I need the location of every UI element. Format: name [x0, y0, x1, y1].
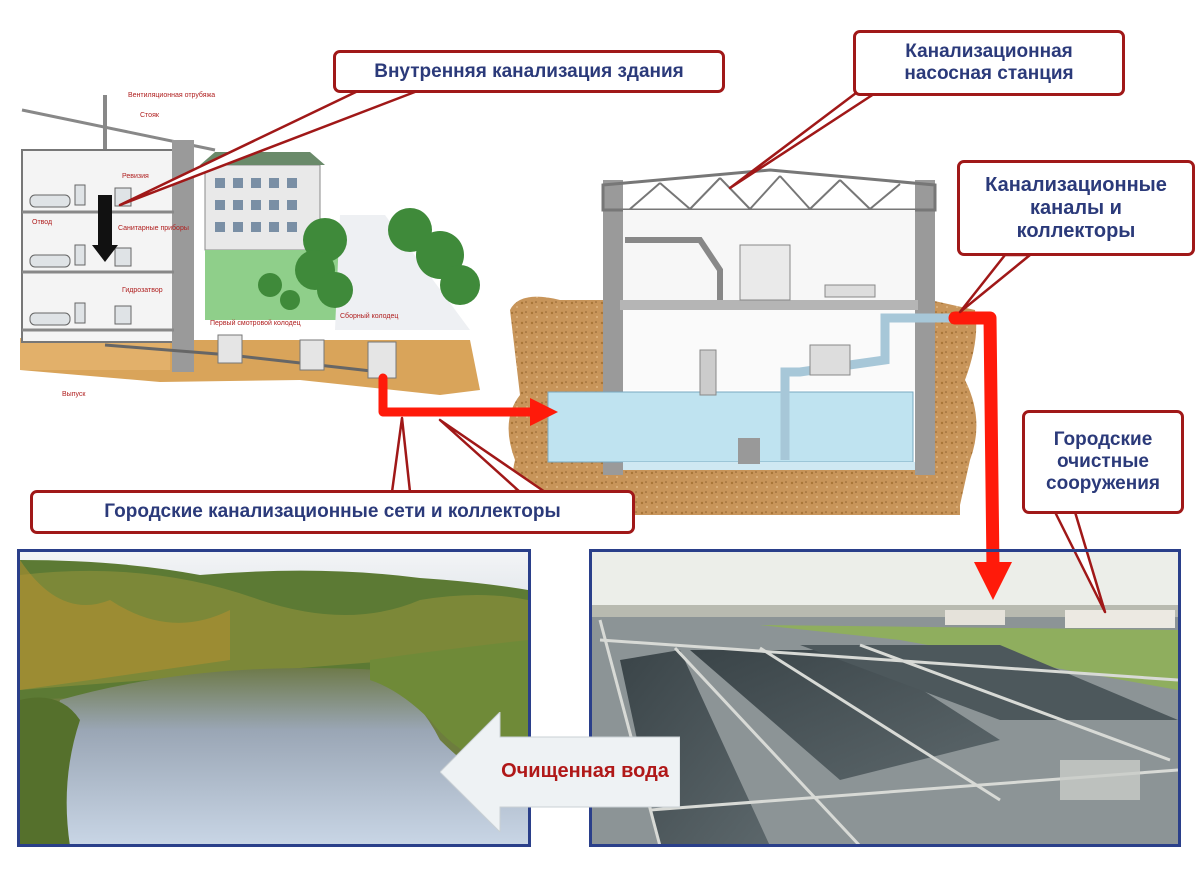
- building-section: Вентиляционная отрубяжа Стояк Ревизия Са…: [20, 91, 480, 398]
- label-outlet: Выпуск: [62, 391, 86, 398]
- clean-water-label: Очищенная вода: [501, 760, 669, 782]
- callout-pump-station: Канализационная насосная станция: [853, 30, 1125, 96]
- label-riser: Стояк: [140, 112, 160, 119]
- label-vent: Вентиляционная отрубяжа: [128, 91, 215, 99]
- pointer-channels: [958, 253, 1032, 314]
- flow-arrow-to-treatment: [948, 311, 1000, 575]
- label-revision: Ревизия: [122, 173, 149, 180]
- callout-pointers: [118, 88, 1107, 614]
- label-fixtures: Санитарные приборы: [118, 224, 189, 232]
- river-photo-frame: [17, 549, 531, 847]
- pointer-city-networks: [390, 416, 412, 494]
- building-label-group: Вентиляционная отрубяжа Стояк Ревизия Са…: [32, 91, 398, 398]
- label-water-seal: Гидрозатвор: [122, 287, 163, 294]
- label-drain: Отвод: [32, 219, 52, 226]
- callout-treatment: Городские очистные сооружения: [1022, 410, 1184, 514]
- clean-water-arrow: [440, 712, 680, 832]
- label-collection-well: Сборный колодец: [340, 312, 398, 320]
- callout-city-networks: Городские канализационные сети и коллект…: [30, 490, 635, 534]
- treatment-photo-frame: [589, 549, 1181, 847]
- flow-arrowhead-station: [530, 398, 558, 426]
- callout-channels: Канализационные каналы и коллекторы: [957, 160, 1195, 256]
- flow-arrow-to-station: [378, 373, 540, 417]
- flow-arrows: [378, 311, 1000, 575]
- label-first-well: Первый смотровой колодец: [210, 319, 301, 327]
- callout-internal-sewer: Внутренняя канализация здания: [333, 50, 725, 93]
- pump-station-section: [508, 168, 977, 520]
- flow-arrowhead-treatment: [974, 562, 1012, 600]
